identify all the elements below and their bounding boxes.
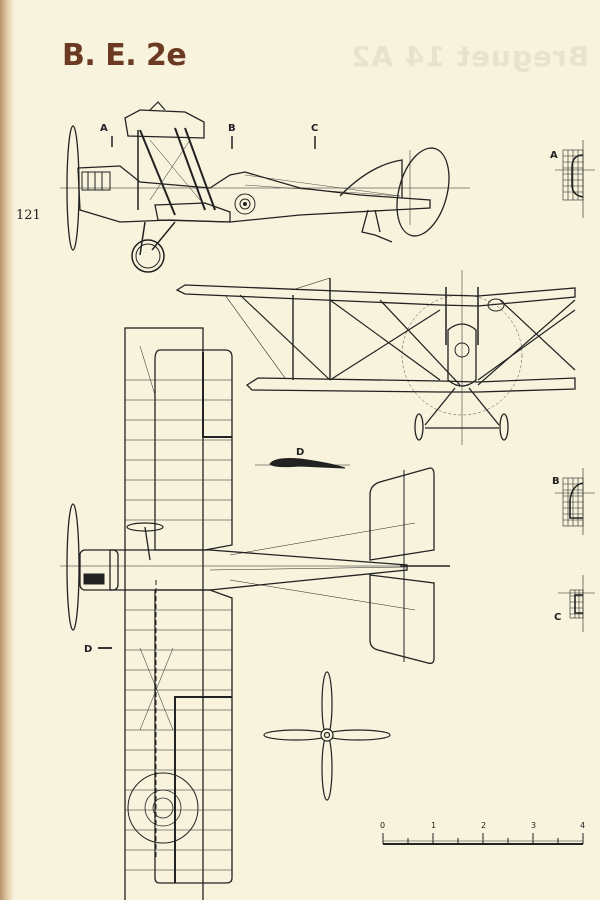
side-fuselage (77, 165, 431, 223)
section-a (555, 140, 595, 218)
station-label-b: B (228, 123, 236, 134)
scale-tick-2: 2 (481, 821, 486, 830)
plan-engine (79, 549, 119, 591)
scale-tick-0: 0 (380, 821, 385, 830)
side-view: A B C (60, 101, 470, 273)
page-title: B. E. 2e (62, 38, 187, 73)
side-engine (81, 171, 111, 191)
side-roundel (234, 193, 256, 215)
section-c (558, 575, 595, 632)
page-number: 121 (16, 208, 41, 223)
section-label-b: B (552, 476, 560, 487)
airfoil-profile (269, 458, 346, 469)
plan-lower-wing-top (154, 349, 233, 551)
front-left-wheel (414, 413, 424, 441)
plan-section-label: D (84, 644, 92, 655)
section-label-c: C (554, 612, 561, 623)
plan-upper-wing (124, 327, 204, 900)
section-label-a: A (550, 150, 558, 161)
side-fin (339, 159, 403, 198)
front-lower-wing (245, 377, 576, 393)
plan-wheel (127, 772, 199, 844)
scale-tick-1: 1 (431, 821, 436, 830)
side-rudder (396, 147, 450, 237)
plan-fuselage (109, 549, 408, 591)
plan-tailplane (369, 467, 435, 665)
plan-view: D (60, 327, 450, 900)
front-right-wheel (499, 413, 509, 441)
front-view (175, 270, 576, 445)
section-b (555, 468, 595, 535)
side-lower-wing (154, 202, 231, 223)
station-label-a: A (100, 123, 108, 134)
scale-tick-3: 3 (531, 821, 536, 830)
side-wheel (131, 239, 165, 273)
plan-propeller (66, 503, 80, 631)
front-gravity-tank (487, 298, 505, 312)
page-binding-shadow (0, 0, 14, 900)
side-upper-wing (124, 109, 205, 139)
airfoil-label: D (296, 447, 304, 458)
station-label-c: C (311, 123, 318, 134)
front-fuselage (447, 323, 477, 387)
front-upper-wing (175, 284, 576, 307)
side-tailskid (361, 209, 393, 243)
airfoil-section: D (255, 447, 350, 469)
fuselage-sections: A B C (550, 140, 595, 632)
plan-lower-wing-bottom (154, 589, 233, 884)
scale-tick-4: 4 (580, 821, 585, 830)
scale-bar: 0 1 2 3 4 (380, 821, 585, 845)
propeller-front-view (263, 671, 391, 801)
